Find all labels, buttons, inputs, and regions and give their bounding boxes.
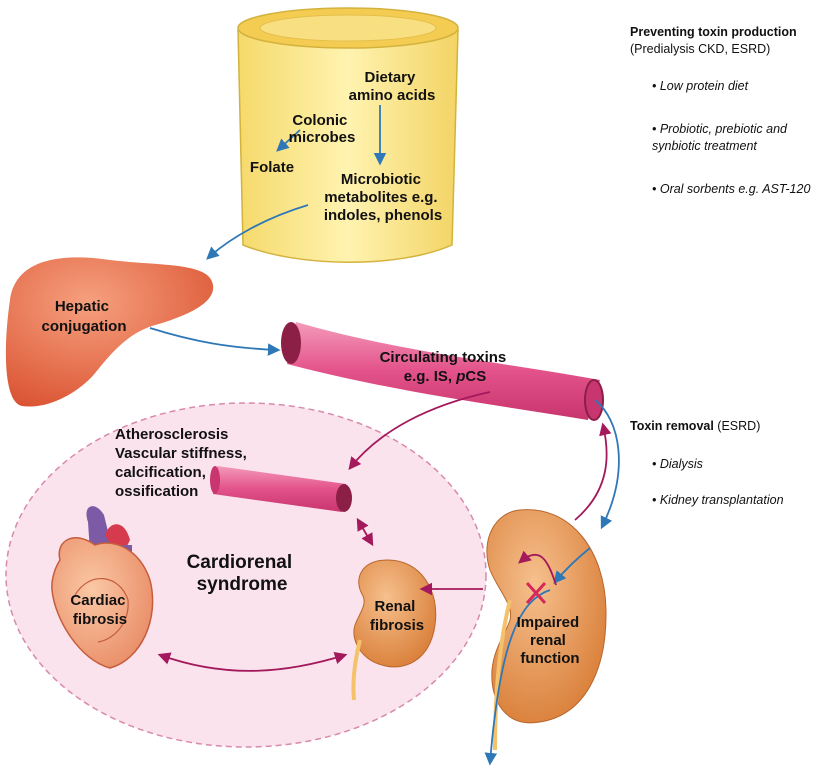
preventing-panel: Preventing toxin production (Predialysis… [630,24,820,198]
small-kidney [351,559,437,701]
label-impaired-renal: Impaired renal function [517,614,584,667]
label-circulating: Circulating toxins e.g. IS, pCS [380,349,511,385]
arrow-heart-renal [157,651,348,672]
label-colonic-microbes: Colonic microbes [289,112,356,146]
preventing-item: • Probiotic, prebiotic and [652,122,788,136]
preventing-subtitle: (Predialysis CKD, ESRD) [630,42,771,56]
label-hepatic: Hepatic conjugation [42,298,127,335]
removal-panel: Toxin removal (ESRD) • Dialysis • Kidney… [630,418,820,509]
label-folate: Folate [250,159,294,176]
preventing-item: • Low protein diet [652,79,749,93]
artery [210,466,352,512]
label-dietary: Dietary amino acids [349,69,436,104]
circulating-vessel [281,322,604,421]
label-renal-fibrosis: Renal fibrosis [370,598,424,634]
removal-item: • Kidney transplantation [652,493,784,507]
removal-title: Toxin removal (ESRD) [630,419,761,433]
arrow-kidney-to-vessel [574,422,612,521]
preventing-title: Preventing toxin production [630,25,797,39]
arrow-kidney-input [553,547,591,584]
gut-cylinder [237,7,459,263]
arrow-kidney-back [518,550,557,586]
arrow-liver-to-vessel [149,327,281,356]
arrow-microbes-to-folate [276,129,301,152]
label-metabolites: Microbiotic metabolites e.g. indoles, ph… [324,171,442,224]
preventing-item: synbiotic treatment [652,139,757,153]
arrow-vessel-to-kidney [594,399,620,530]
liver [5,257,214,407]
label-atherosclerosis: Atherosclerosis Vascular stiffness, calc… [115,426,251,500]
arrow-vessel-to-artery [348,391,491,470]
removal-item: • Dialysis [652,457,703,471]
heart-illustration [51,506,154,669]
arrow-artery-renal [356,517,374,547]
preventing-item: • Oral sorbents e.g. AST-120 [652,182,811,196]
label-cardiac-fibrosis: Cardiac fibrosis [70,592,129,628]
label-cardiorenal-syndrome: Cardiorenal syndrome [187,552,298,595]
arrow-gut-to-liver [206,204,309,260]
cross-mark [525,581,547,605]
large-kidney [486,509,607,751]
